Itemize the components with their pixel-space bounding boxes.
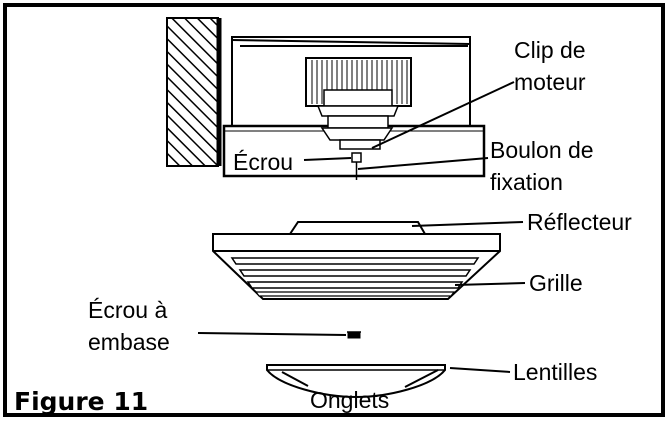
figure-label: Figure 11 (14, 387, 148, 416)
leader-tab-left (281, 371, 309, 387)
leader-lines (197, 81, 526, 388)
reflector (289, 221, 426, 235)
leader-bolt (357, 157, 489, 170)
leader-reflector (411, 221, 524, 227)
grille (212, 233, 501, 300)
label-mounting-bolt-line2: fixation (490, 169, 563, 195)
leader-motor-clip (371, 81, 515, 149)
figure-border (3, 3, 665, 417)
label-nut: Écrou (233, 149, 293, 175)
label-flange-nut-line1: Écrou à (88, 297, 167, 323)
leader-tab-right (404, 369, 439, 388)
nut-and-bolt (351, 152, 362, 180)
label-motor-clip-line2: moteur (514, 69, 586, 95)
label-tabs: Onglets (310, 387, 389, 413)
label-reflector: Réflecteur (527, 209, 632, 235)
label-grille: Grille (529, 270, 583, 296)
leader-grille (454, 282, 526, 286)
label-mounting-bolt-line1: Boulon de (490, 137, 594, 163)
leader-nut (303, 157, 352, 161)
lens (266, 364, 446, 399)
leader-lens (449, 367, 511, 373)
ceiling-joist (166, 17, 222, 167)
flange-nut (347, 331, 361, 339)
label-motor-clip-line1: Clip de (514, 37, 586, 63)
leader-flange-nut (197, 332, 347, 336)
label-flange-nut-line2: embase (88, 329, 170, 355)
motor (305, 57, 412, 150)
label-lens: Lentilles (513, 359, 597, 385)
